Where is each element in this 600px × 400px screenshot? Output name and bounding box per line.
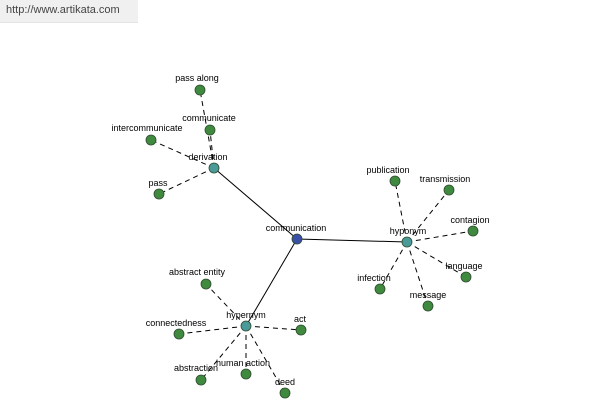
node-contagion[interactable] — [467, 225, 479, 237]
edge-communication-derivation — [213, 167, 298, 240]
node-pass-along[interactable] — [194, 84, 206, 96]
edge-communication-hypernym — [245, 238, 298, 327]
label-intercommunicate[interactable]: intercommunicate — [111, 123, 182, 133]
label-derivation[interactable]: derivation — [188, 152, 227, 162]
label-abstract-entity[interactable]: abstract entity — [169, 267, 226, 277]
node-abstraction[interactable] — [195, 374, 207, 386]
source-url[interactable]: http://www.artikata.com — [6, 4, 120, 16]
node-act[interactable] — [295, 324, 307, 336]
node-publication[interactable] — [389, 175, 401, 187]
edge-hypernym-abstract-entity — [205, 283, 247, 327]
label-infection[interactable]: infection — [357, 273, 391, 283]
node-intercommunicate[interactable] — [145, 134, 157, 146]
edge-hypernym-abstraction — [200, 325, 247, 381]
node-abstract-entity[interactable] — [200, 278, 212, 290]
label-message[interactable]: message — [410, 290, 447, 300]
label-hyponym[interactable]: hyponym — [390, 226, 427, 236]
node-derivation[interactable] — [208, 162, 220, 174]
edge-hyponym-infection — [379, 241, 408, 290]
node-deed[interactable] — [279, 387, 291, 399]
node-connectedness[interactable] — [173, 328, 185, 340]
node-pass[interactable] — [153, 188, 165, 200]
edge-hypernym-connectedness — [178, 325, 247, 335]
label-act[interactable]: act — [294, 314, 307, 324]
edge-communication-hyponym — [296, 238, 408, 243]
label-language[interactable]: language — [445, 261, 482, 271]
edge-hyponym-language — [406, 241, 467, 278]
label-contagion[interactable]: contagion — [450, 215, 489, 225]
graph-nodes — [145, 84, 479, 399]
edge-hypernym-deed — [245, 325, 286, 394]
edge-hyponym-message — [406, 241, 429, 307]
label-hypernym[interactable]: hypernym — [226, 310, 266, 320]
label-abstraction[interactable]: abstraction — [174, 363, 218, 373]
node-communication[interactable] — [291, 233, 303, 245]
label-communication[interactable]: communication — [266, 223, 327, 233]
edge-derivation-intercommunicate — [150, 139, 215, 169]
node-human-action[interactable] — [240, 368, 252, 380]
label-publication[interactable]: publication — [366, 165, 409, 175]
graph-labels: communication derivation hyponym hypernym pa… — [111, 73, 489, 387]
label-connectedness[interactable]: connectedness — [146, 318, 207, 328]
source-url-box: http://www.artikata.com — [0, 0, 138, 23]
node-hyponym[interactable] — [401, 236, 413, 248]
node-transmission[interactable] — [443, 184, 455, 196]
label-human-action[interactable]: human action — [216, 358, 270, 368]
graph-edges — [150, 89, 474, 394]
edge-hyponym-transmission — [406, 189, 450, 243]
label-pass-along[interactable]: pass along — [175, 73, 219, 83]
node-infection[interactable] — [374, 283, 386, 295]
node-message[interactable] — [422, 300, 434, 312]
edge-hypernym-act — [245, 325, 302, 331]
node-communicate[interactable] — [204, 124, 216, 136]
edge-hyponym-publication — [394, 180, 408, 243]
edge-derivation-communicate — [209, 129, 215, 169]
label-communicate[interactable]: communicate — [182, 113, 236, 123]
node-language[interactable] — [460, 271, 472, 283]
node-hypernym[interactable] — [240, 320, 252, 332]
label-deed[interactable]: deed — [275, 377, 295, 387]
edge-derivation-pass — [158, 167, 215, 195]
label-pass[interactable]: pass — [148, 178, 168, 188]
edge-hyponym-contagion — [406, 230, 474, 243]
label-transmission[interactable]: transmission — [420, 174, 471, 184]
